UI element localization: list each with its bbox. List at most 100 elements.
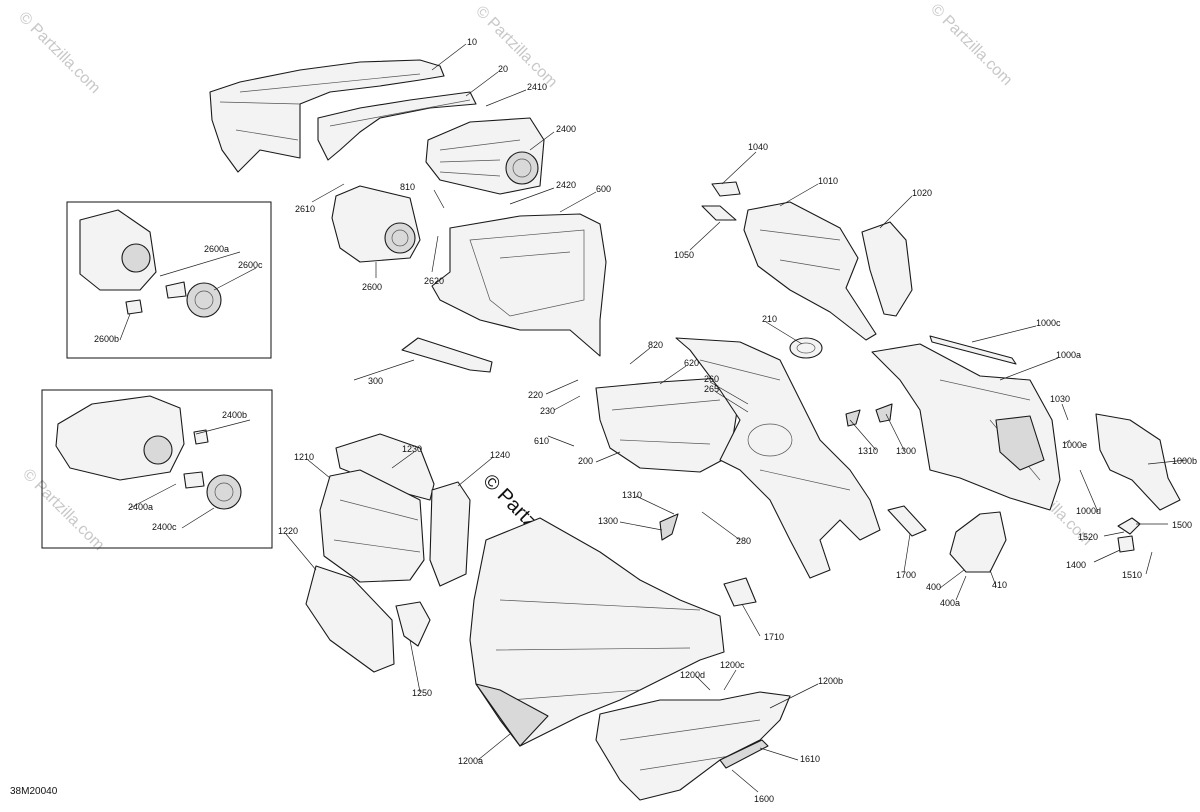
part-1220	[305, 565, 395, 673]
callout-1600: 1600	[754, 794, 774, 804]
diagram-code: 38M20040	[10, 786, 58, 797]
callout-280: 280	[736, 536, 751, 546]
callout-610: 610	[534, 436, 549, 446]
watermark: © Partzilla.com	[19, 466, 107, 554]
part-210	[789, 337, 823, 359]
part-1200a	[469, 517, 725, 747]
watermark: © Partzilla.com	[15, 9, 103, 97]
part-200	[595, 377, 741, 473]
callout-620: 620	[684, 358, 699, 368]
callout-2410: 2410	[527, 82, 547, 92]
part-300	[401, 337, 493, 373]
callout-820: 820	[648, 340, 663, 350]
part-10	[209, 59, 445, 173]
callout-1310-center: 1310	[622, 490, 642, 500]
watermark: © Partzilla.com	[472, 3, 560, 91]
callout-1200d: 1200d	[680, 670, 705, 680]
callout-2600a: 2600a	[204, 244, 229, 254]
leaders	[119, 43, 1187, 793]
part-1210	[319, 469, 425, 583]
part-1500	[1117, 517, 1141, 535]
callout-1200c: 1200c	[720, 660, 745, 670]
callout-1200a: 1200a	[458, 756, 483, 766]
callout-1710: 1710	[764, 632, 784, 642]
part-600	[431, 213, 607, 357]
callout-2620: 2620	[424, 276, 444, 286]
callout-2600c: 2600c	[238, 260, 263, 270]
callout-1050: 1050	[674, 250, 694, 260]
callout-1240: 1240	[490, 450, 510, 460]
callout-1500: 1500	[1172, 520, 1192, 530]
part-1710	[723, 577, 757, 607]
callout-810: 810	[400, 182, 415, 192]
callout-400: 400	[926, 582, 941, 592]
callout-1000e: 1000e	[1062, 440, 1087, 450]
callout-1300-center: 1300	[598, 516, 618, 526]
callout-2420: 2420	[556, 180, 576, 190]
callout-1310-right: 1310	[858, 446, 878, 456]
callout-600: 600	[596, 184, 611, 194]
callout-2400: 2400	[556, 124, 576, 134]
callout-1010: 1010	[818, 176, 838, 186]
callout-1400: 1400	[1066, 560, 1086, 570]
part-2600	[331, 185, 421, 263]
part-1050	[701, 205, 737, 221]
callout-1040: 1040	[748, 142, 768, 152]
callout-1020: 1020	[912, 188, 932, 198]
callout-2600b: 2600b	[94, 334, 119, 344]
part-1000b	[1095, 413, 1181, 511]
part-1000c	[929, 335, 1017, 365]
part-1400	[1117, 535, 1135, 553]
callout-2400a: 2400a	[128, 502, 153, 512]
part-1020	[861, 221, 913, 317]
callout-1000b: 1000b	[1172, 456, 1197, 466]
callout-2400b: 2400b	[222, 410, 247, 420]
part-400	[949, 511, 1007, 573]
inset-2600	[66, 201, 272, 359]
part-1700	[887, 505, 927, 537]
callout-200: 200	[578, 456, 593, 466]
part-1250	[395, 601, 431, 647]
inset-2400	[41, 389, 273, 549]
part-1240	[429, 481, 471, 587]
part-2400	[425, 117, 545, 195]
callout-1300-right: 1300	[896, 446, 916, 456]
callout-1230: 1230	[402, 444, 422, 454]
callout-210: 210	[762, 314, 777, 324]
callouts: 10 20 2410 2400 2420 2610 810 600 2620 2…	[94, 37, 1197, 804]
callout-2600: 2600	[362, 282, 382, 292]
part-1600	[719, 739, 769, 769]
callout-2400c: 2400c	[152, 522, 177, 532]
callout-1520: 1520	[1078, 532, 1098, 542]
callout-1220: 1220	[278, 526, 298, 536]
callout-1510: 1510	[1122, 570, 1142, 580]
callout-1610: 1610	[800, 754, 820, 764]
callout-230: 230	[540, 406, 555, 416]
callout-1210: 1210	[294, 452, 314, 462]
callout-265: 265	[704, 384, 719, 394]
callout-400a: 400a	[940, 598, 960, 608]
callout-260: 260	[704, 374, 719, 384]
callout-300: 300	[368, 376, 383, 386]
part-1230	[335, 433, 435, 501]
callout-1000a: 1000a	[1056, 350, 1081, 360]
callout-1000c: 1000c	[1036, 318, 1061, 328]
callout-1000d: 1000d	[1076, 506, 1101, 516]
callout-1030: 1030	[1050, 394, 1070, 404]
callout-10: 10	[467, 37, 477, 47]
callout-2610: 2610	[295, 204, 315, 214]
part-center-console	[675, 337, 881, 579]
part-1200b	[595, 691, 791, 801]
part-20	[317, 91, 477, 161]
callout-1250: 1250	[412, 688, 432, 698]
callout-410: 410	[992, 580, 1007, 590]
callout-20: 20	[498, 64, 508, 74]
callout-1700: 1700	[896, 570, 916, 580]
part-1000a	[871, 343, 1061, 511]
callout-220: 220	[528, 390, 543, 400]
watermark: © Partzilla.com	[927, 1, 1015, 89]
part-1040	[711, 181, 741, 197]
callout-1200b: 1200b	[818, 676, 843, 686]
